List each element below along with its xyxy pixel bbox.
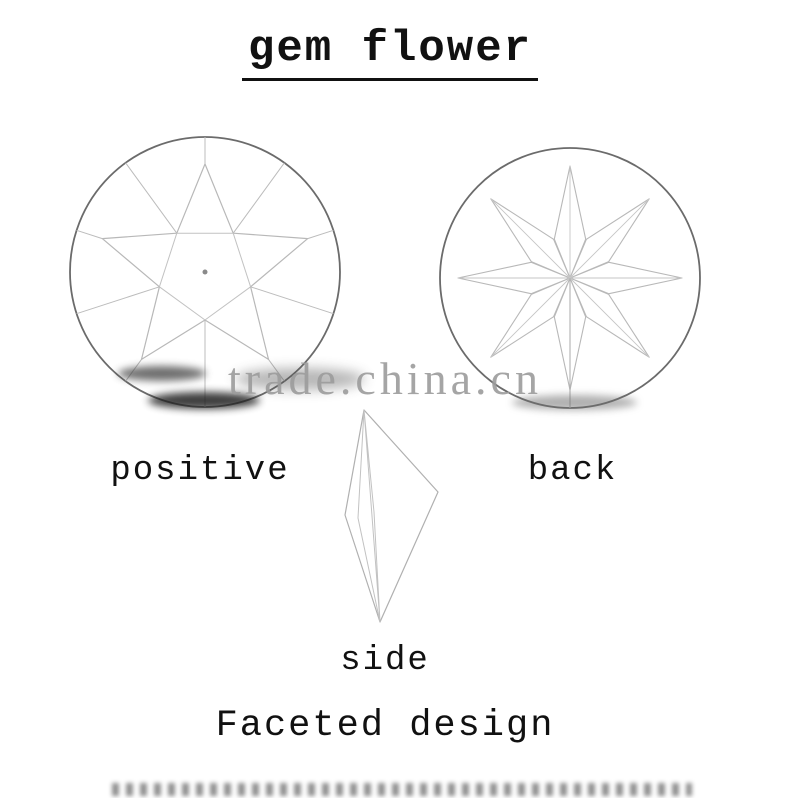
label-side: side [340,642,430,680]
page-title: gem flower [0,24,780,81]
label-back: back [527,452,618,490]
blur-smudge [235,368,365,390]
blur-smudge [148,392,260,409]
page-title-text: gem flower [241,24,539,81]
blur-smudge [512,395,637,410]
side-view-drawing [344,409,439,623]
watermark-text: trade.china.cn [228,353,542,404]
side-facet-lines [357,409,381,623]
cutoff-text-strip [112,783,692,796]
positive-center-point [202,269,208,275]
positive-table-facet [158,232,252,321]
label-positive: positive [110,452,290,490]
blur-smudge [118,366,206,381]
side-outline [344,409,439,623]
caption-faceted-design: Faceted design [215,705,555,747]
